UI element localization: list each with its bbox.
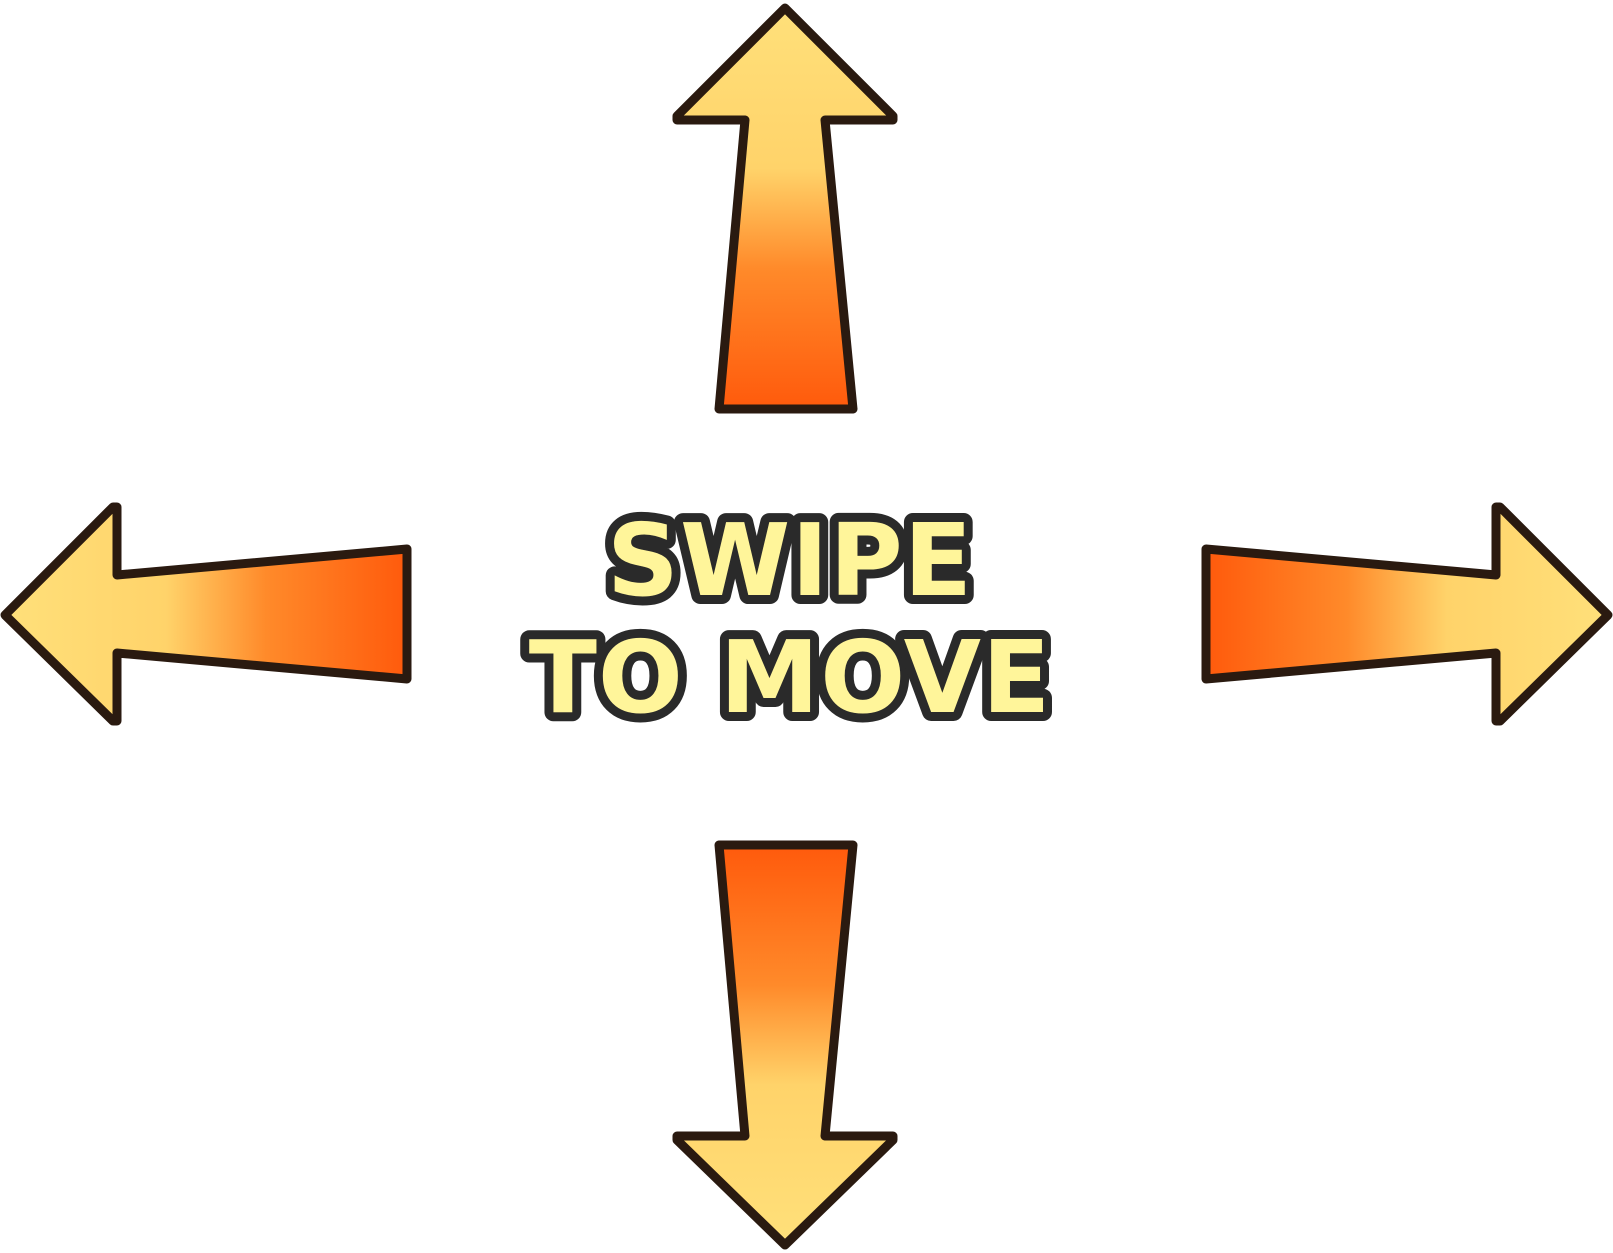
arrow-left-icon [0,502,412,726]
instruction-label: SWIPE TO MOVE [520,493,1060,745]
arrow-down-icon [672,840,898,1250]
arrow-up-icon [672,3,898,414]
instruction-line-swipe: SWIPE [607,502,973,619]
instruction-line-to-move: TO MOVE [529,619,1052,736]
arrow-right-icon [1201,502,1613,726]
